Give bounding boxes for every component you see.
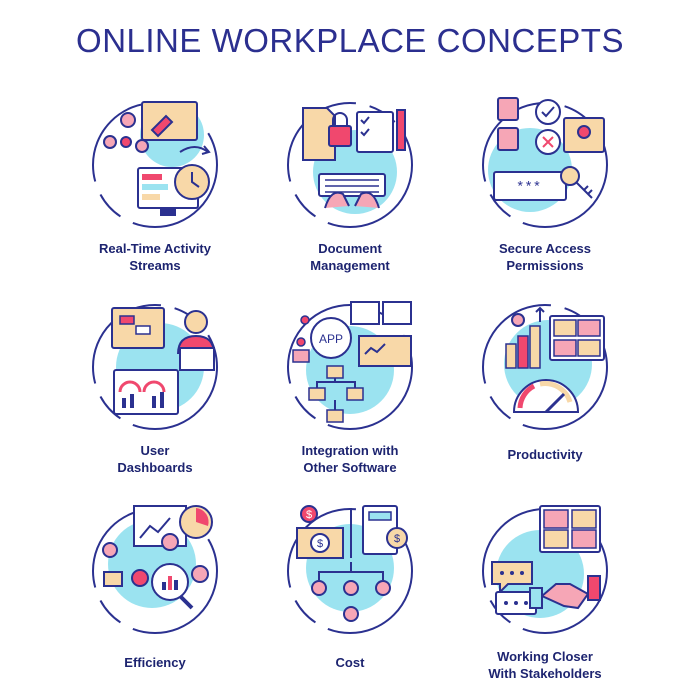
svg-text:$: $ — [306, 509, 312, 521]
card-integration-with-other-software: APP Integration with Other Software — [255, 292, 445, 476]
card-real-time-activity-streams: Real-Time Activity Streams — [60, 90, 250, 274]
card-label: Integration with Other Software — [301, 443, 399, 475]
card-label: Working Closer With Stakeholders — [488, 649, 602, 681]
card-label: Document Management — [310, 241, 390, 273]
card-productivity: Productivity — [450, 292, 640, 463]
card-user-dashboards: User Dashboards — [60, 292, 250, 476]
card-working-closer-with-stakeholders: Working Closer With Stakeholders — [450, 496, 640, 682]
integration-icon: APP — [275, 292, 425, 442]
stakeholders-icon — [470, 496, 620, 646]
card-document-management: Document Management — [255, 90, 445, 274]
activity-streams-icon — [80, 90, 230, 240]
card-label: Secure Access Permissions — [498, 241, 592, 273]
card-secure-access-permissions: *** Secure Access Permissions — [450, 90, 640, 274]
card-label: Cost — [335, 655, 365, 670]
card-label: Efficiency — [124, 655, 186, 670]
card-label: User Dashboards — [117, 443, 193, 475]
productivity-icon — [470, 292, 620, 442]
page-title: ONLINE WORKPLACE CONCEPTS — [76, 22, 624, 59]
svg-text:$: $ — [394, 533, 400, 545]
card-efficiency: Efficiency — [60, 496, 250, 671]
cost-icon: $ $ $ — [275, 496, 425, 646]
document-management-icon — [275, 90, 425, 240]
user-dashboards-icon — [80, 292, 230, 442]
svg-text:$: $ — [317, 538, 323, 550]
card-cost: $ $ $ Cost — [255, 496, 445, 671]
secure-access-icon: *** — [470, 90, 620, 240]
card-label: Productivity — [507, 447, 583, 462]
svg-text:APP: APP — [319, 332, 343, 346]
svg-text:***: *** — [516, 180, 541, 196]
efficiency-icon — [80, 496, 230, 646]
card-label: Real-Time Activity Streams — [99, 241, 211, 273]
